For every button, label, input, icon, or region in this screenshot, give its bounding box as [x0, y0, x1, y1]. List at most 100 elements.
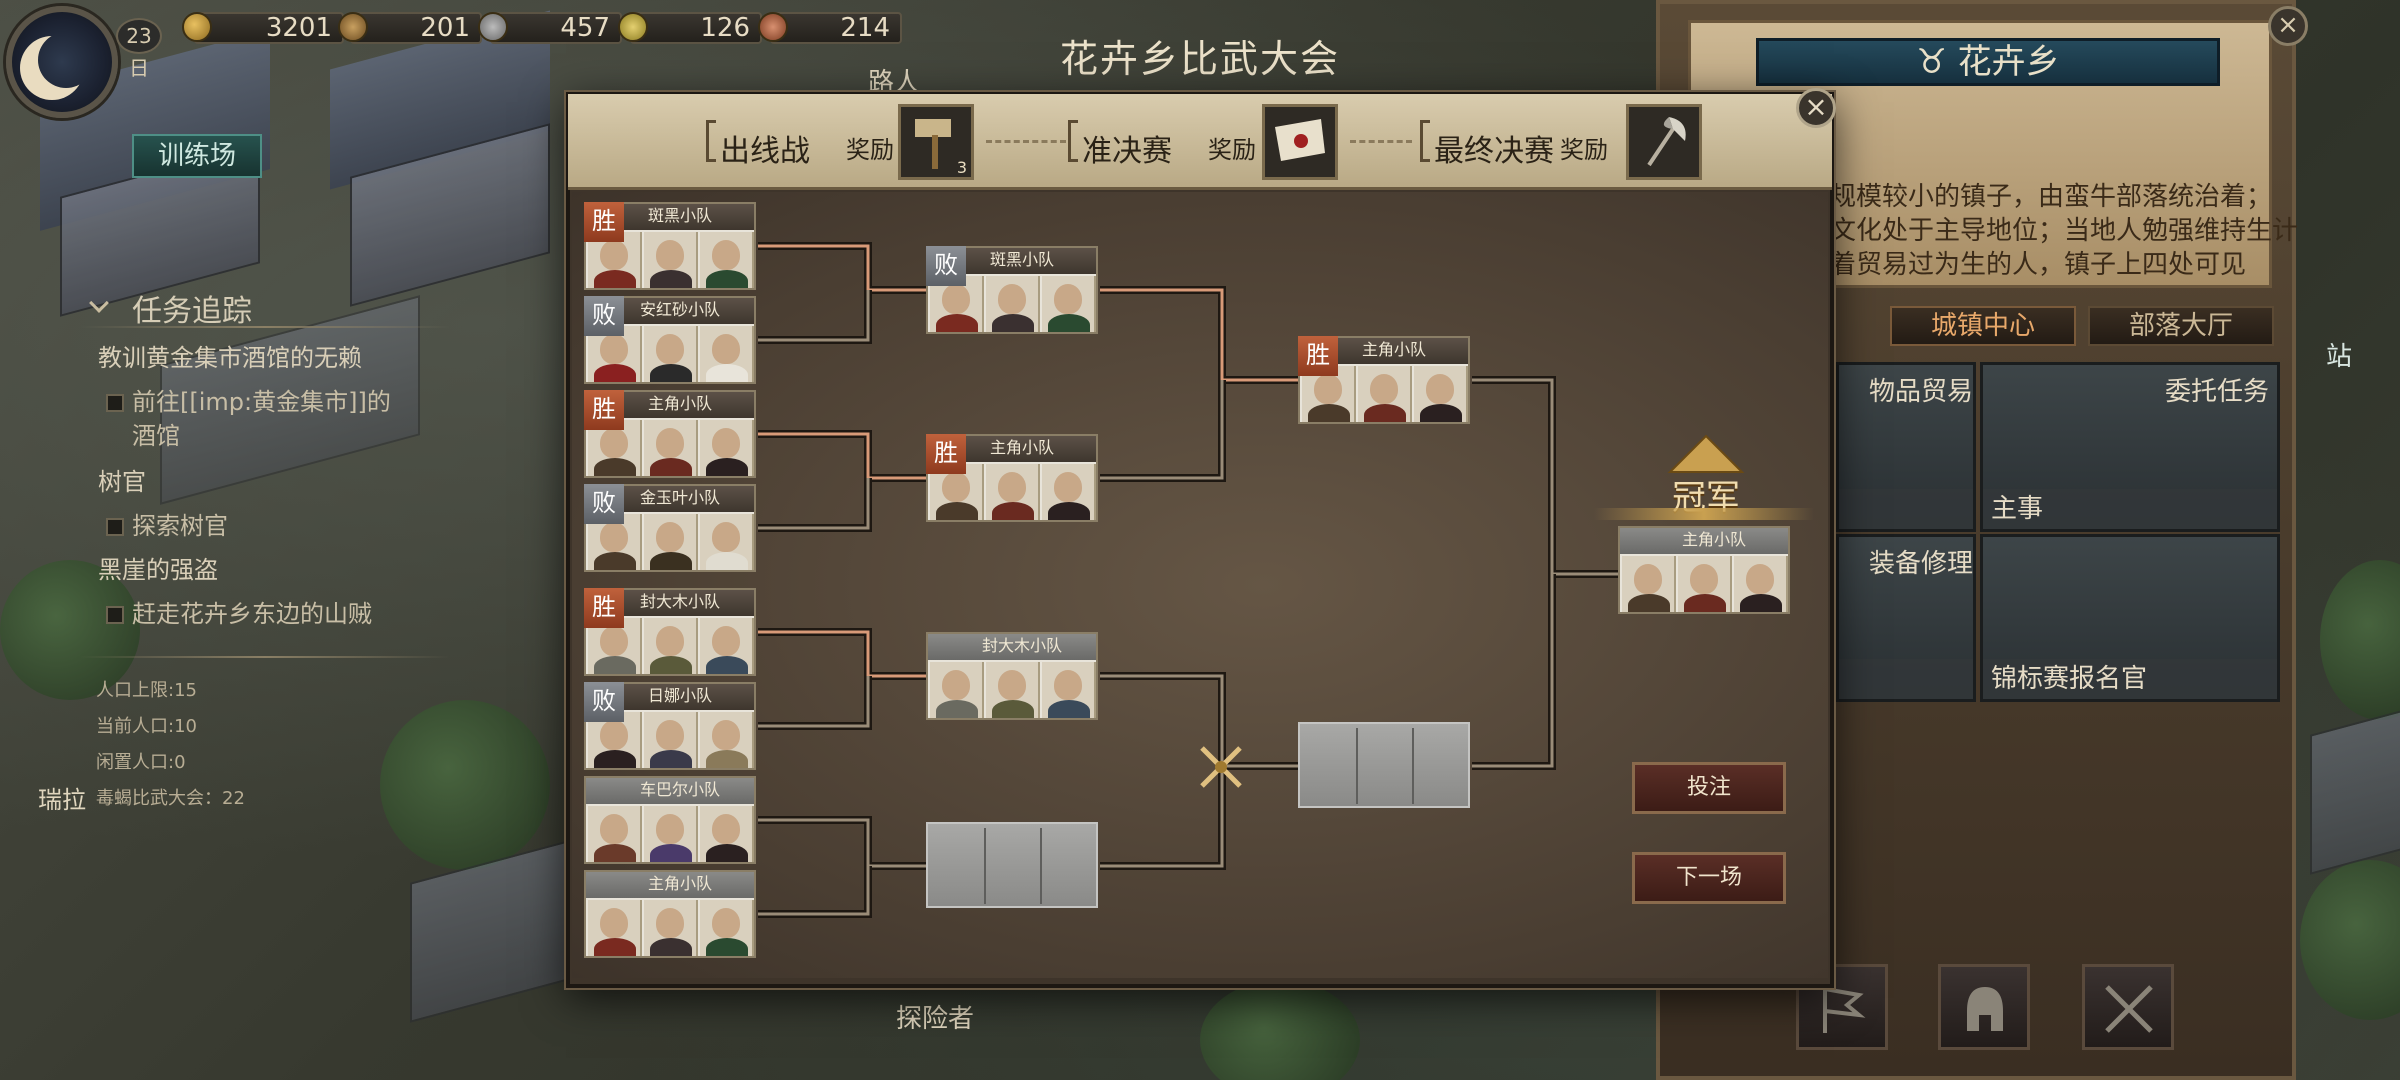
character-portrait: [700, 712, 754, 768]
service-card-tournament-registrar[interactable]: 锦标赛报名官: [1980, 534, 2280, 702]
modal-close-button[interactable]: ×: [1796, 88, 1836, 128]
bracket-connector: [1100, 288, 1298, 382]
quest-subitem[interactable]: 赶走花卉乡东边的山贼: [106, 594, 372, 629]
character-portrait: [700, 806, 754, 862]
checkbox: [106, 518, 124, 536]
bracket-connector: [758, 290, 870, 342]
character-portrait: [986, 464, 1040, 520]
team-card[interactable]: 主角小队: [1618, 526, 1790, 614]
divider: [986, 140, 1066, 143]
character-portrait: [644, 420, 698, 476]
stone-icon: [478, 12, 508, 42]
character-portrait: [700, 232, 754, 288]
character-portrait: [644, 514, 698, 570]
bracket-connector: [1100, 674, 1298, 768]
quest-tracker-title[interactable]: 任务追踪: [89, 286, 252, 330]
bet-button[interactable]: 投注: [1632, 762, 1786, 814]
team-card[interactable]: 车巴尔小队: [584, 776, 756, 864]
empty-team-slot: [1298, 722, 1470, 808]
character-portrait: [700, 618, 754, 674]
team-card[interactable]: 主角小队胜: [926, 434, 1098, 522]
divider: [80, 326, 450, 328]
day-night-clock[interactable]: [6, 6, 118, 118]
team-card[interactable]: 斑黑小队败: [926, 246, 1098, 334]
character-portrait: [1042, 662, 1096, 718]
resource-stone: 457: [478, 12, 622, 44]
divider: [1350, 140, 1412, 143]
quest-subitem-text: 赶走花卉乡东边的山贼: [132, 600, 372, 628]
reward-label: 奖励: [846, 136, 894, 164]
bracket-connector: [1472, 574, 1554, 768]
quest-subitem-text: 探索树官: [132, 512, 228, 540]
team-card[interactable]: 日娜小队败: [584, 682, 756, 770]
quest-item[interactable]: 黑崖的强盗: [98, 556, 218, 584]
crossed-swords-icon: [2105, 985, 2153, 1033]
crown-icon: [1667, 434, 1745, 473]
resource-value: 201: [420, 13, 470, 43]
service-card-quests[interactable]: 委托任务主事: [1980, 362, 2280, 532]
team-card[interactable]: 主角小队: [584, 870, 756, 958]
service-card-repair[interactable]: 装备修理: [1836, 534, 1976, 702]
service-card-trade[interactable]: 物品贸易: [1836, 362, 1976, 532]
character-portrait: [700, 514, 754, 570]
town-description-line: 着贸易过为生的人，镇子上四处可见: [1830, 250, 2247, 280]
crossed-swords-button[interactable]: [2082, 964, 2174, 1050]
character-portrait: [644, 618, 698, 674]
crossed-swords-icon[interactable]: [1196, 742, 1246, 792]
stage-final: 最终决赛: [1420, 120, 1554, 170]
bracket-connector: [1100, 380, 1224, 480]
card-title: 委托任务: [2164, 377, 2269, 407]
character-portrait: [1042, 464, 1096, 520]
win-badge: 胜: [926, 434, 966, 474]
character-portrait: [1042, 276, 1096, 332]
quest-item[interactable]: 教训黄金集市酒馆的无赖: [98, 344, 362, 372]
team-card[interactable]: 斑黑小队胜: [584, 202, 756, 290]
stage-semifinal: 准决赛: [1068, 120, 1172, 170]
team-card[interactable]: 安红砂小队败: [584, 296, 756, 384]
character-portrait: [986, 662, 1040, 718]
team-card[interactable]: 金玉叶小队败: [584, 484, 756, 572]
character-portrait: [1678, 556, 1732, 612]
character-name-label[interactable]: 瑞拉: [38, 786, 86, 814]
reward-slot-qualifier[interactable]: 3: [898, 104, 974, 180]
reward-slot-semifinal[interactable]: [1262, 104, 1338, 180]
stage-qualifier: 出线战: [706, 120, 810, 170]
idle-population: 闲置人口:0: [96, 752, 186, 773]
bracket-lines: [758, 242, 1618, 918]
bracket-connector: [758, 866, 870, 916]
reward-slot-final[interactable]: [1626, 104, 1702, 180]
character-portrait: [700, 420, 754, 476]
town-description-line: 文化处于主导地位；当地人勉强维持生计: [1830, 216, 2299, 246]
moon-icon: [38, 32, 94, 88]
resource-value: 457: [560, 13, 610, 43]
lose-badge: 败: [584, 296, 624, 336]
resource-gold: 3201: [182, 12, 344, 44]
quest-subitem[interactable]: 前往[[imp:黄金集市]]的: [106, 382, 391, 417]
team-card[interactable]: 封大木小队胜: [584, 588, 756, 676]
team-card[interactable]: 封大木小队: [926, 632, 1098, 720]
team-name: 封大木小队: [928, 634, 1096, 660]
character-portrait: [644, 712, 698, 768]
helmet-button[interactable]: [1938, 964, 2030, 1050]
character-portrait: [644, 326, 698, 382]
quest-subitem[interactable]: 探索树官: [106, 506, 228, 541]
tab-tribe-hall[interactable]: 部落大厅: [2088, 306, 2274, 346]
station-label[interactable]: 站: [2326, 342, 2353, 372]
npc-label-explorer[interactable]: 探险者: [896, 1004, 975, 1034]
team-card[interactable]: 主角小队胜: [584, 390, 756, 478]
divider: [80, 656, 450, 658]
current-population: 当前人口:10: [96, 716, 197, 737]
lose-badge: 败: [584, 484, 624, 524]
resource-wood: 201: [338, 12, 482, 44]
team-name: 主角小队: [1620, 528, 1788, 554]
team-card[interactable]: 主角小队胜: [1298, 336, 1470, 424]
grain-icon: [618, 12, 648, 42]
training-ground-button[interactable]: 训练场: [132, 134, 262, 178]
card-title: 物品贸易: [1869, 377, 1974, 407]
quest-title-text: 任务追踪: [132, 294, 252, 329]
meat-icon: [758, 12, 788, 42]
town-close-button[interactable]: ×: [2268, 6, 2308, 46]
next-match-button[interactable]: 下一场: [1632, 852, 1786, 904]
quest-item[interactable]: 树官: [98, 468, 146, 496]
tab-town-center[interactable]: 城镇中心: [1890, 306, 2076, 346]
